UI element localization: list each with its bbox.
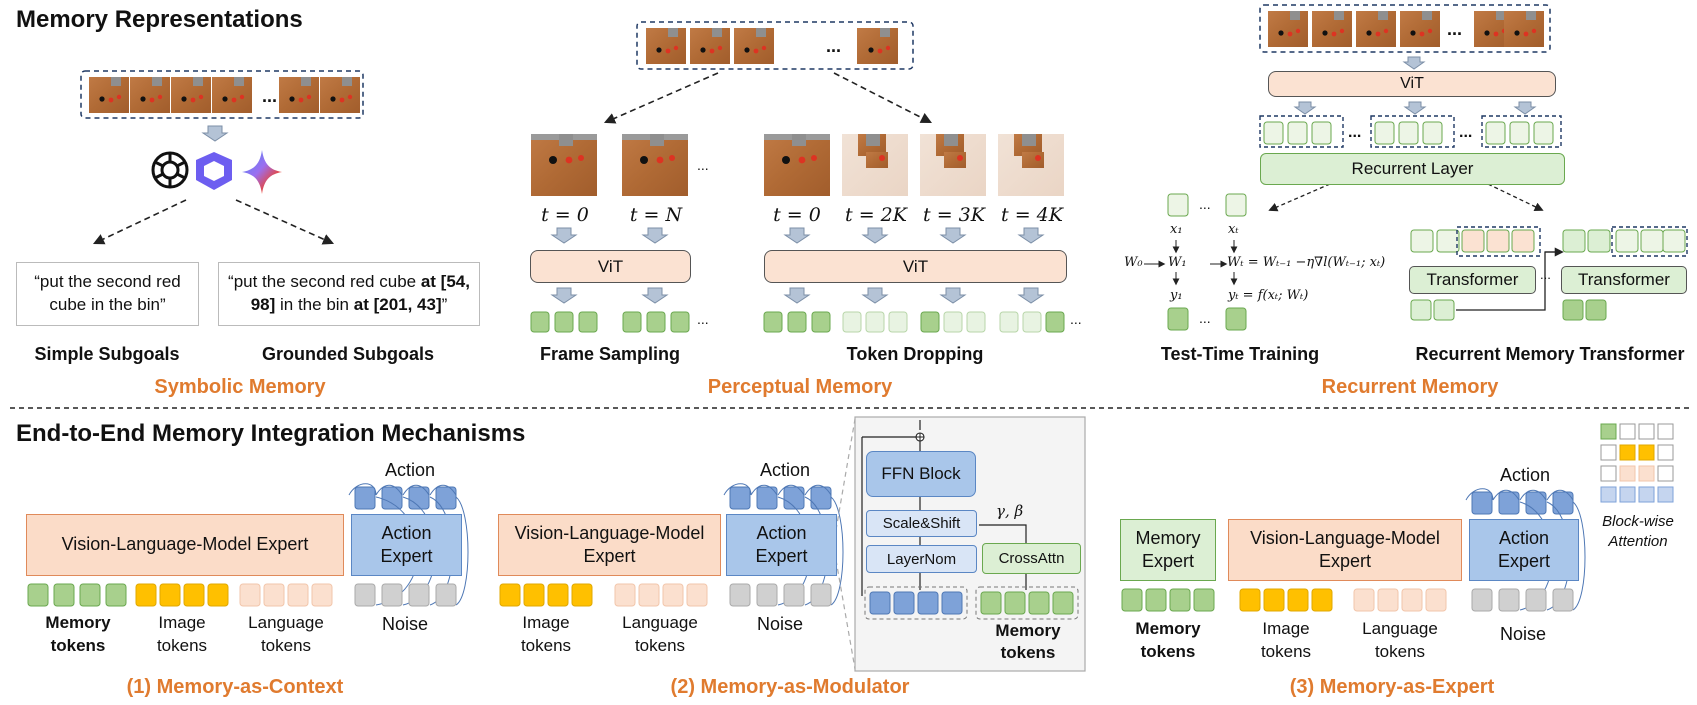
memory-as-context-category: (1) Memory-as-Context bbox=[126, 676, 344, 698]
modulator-noise-label: Noise bbox=[756, 614, 804, 634]
ttt-yt-output: yₜ = f(xₜ; Wₜ) bbox=[1228, 288, 1309, 303]
expert-noise-tokens bbox=[1471, 588, 1574, 612]
context-image-tokens-label: Image tokens bbox=[156, 613, 208, 655]
perceptual-memory-category: Perceptual Memory bbox=[707, 376, 893, 398]
expert-action-tokens bbox=[1465, 488, 1586, 611]
recurrent-group-ellipsis-1: ... bbox=[1348, 124, 1362, 141]
modulator-action-label: Action bbox=[759, 460, 811, 480]
td-time-label-3: t = 4K bbox=[1001, 204, 1063, 226]
gamma-beta-label: γ, β bbox=[996, 502, 1024, 520]
recurrent-layer-box: Recurrent Layer bbox=[1260, 153, 1565, 185]
symbolic-memory-category: Symbolic Memory bbox=[154, 376, 326, 398]
expert-image-tokens-label: Image tokens bbox=[1260, 619, 1312, 661]
recurrent-vit-box: ViT bbox=[1268, 71, 1556, 97]
section-title-memory-representations: Memory Representations bbox=[16, 6, 303, 33]
modulator-language-tokens-label: Language tokens bbox=[622, 613, 698, 655]
simple-subgoal-quote: “put the second red cube in the bin” bbox=[16, 262, 199, 326]
fs-time-label-0: t = 0 bbox=[541, 204, 589, 226]
frame-sampling-tokens bbox=[530, 311, 690, 333]
ttt-bottom-ellipsis: ... bbox=[1199, 310, 1211, 326]
grounded-subgoals-label: Grounded Subgoals bbox=[261, 344, 434, 364]
modulator-image-tokens bbox=[499, 583, 593, 607]
symbolic-strip-ellipsis: ... bbox=[262, 86, 278, 106]
ttt-x1: x₁ bbox=[1170, 222, 1183, 237]
openai-logo-icon bbox=[151, 151, 189, 189]
expert-action-expert-box: Action Expert bbox=[1469, 519, 1579, 581]
ttt-top-ellipsis: ... bbox=[1199, 196, 1211, 212]
frame-sampling-ellipsis: ... bbox=[697, 157, 709, 173]
td-time-label-2: t = 3K bbox=[923, 204, 985, 226]
qwen-logo-icon bbox=[196, 152, 232, 190]
crossattn-box: CrossAttn bbox=[982, 543, 1081, 574]
expert-image-tokens bbox=[1239, 588, 1333, 612]
ttt-xt: xₜ bbox=[1228, 222, 1239, 237]
context-language-tokens bbox=[239, 583, 333, 607]
expert-noise-label: Noise bbox=[1499, 624, 1547, 644]
memory-as-expert-category: (3) Memory-as-Expert bbox=[1289, 676, 1495, 698]
context-memory-tokens-label: Memory tokens bbox=[45, 613, 111, 655]
context-language-tokens-label: Language tokens bbox=[248, 613, 324, 655]
memory-as-modulator-category: (2) Memory-as-Modulator bbox=[670, 676, 910, 698]
context-action-expert-box: Action Expert bbox=[351, 514, 462, 576]
td-time-label-0: t = 0 bbox=[773, 204, 821, 226]
modulator-memory-tokens-label: Memory tokens bbox=[995, 621, 1061, 663]
td-time-label-1: t = 2K bbox=[845, 204, 907, 226]
modulator-noise-tokens bbox=[729, 583, 832, 607]
grounded-subgoal-quote: “put the second red cube at [54, 98] in … bbox=[218, 262, 480, 326]
expert-language-tokens bbox=[1353, 588, 1447, 612]
td-tokens-ellipsis: ... bbox=[1070, 311, 1082, 327]
frame-sampling-vit-box: ViT bbox=[530, 250, 691, 283]
token-dropping-tokens bbox=[763, 311, 1065, 333]
scale-shift-box: Scale&Shift bbox=[866, 510, 977, 537]
memory-expert-box: Memory Expert bbox=[1120, 519, 1216, 581]
layernorm-box: LayerNom bbox=[866, 545, 977, 573]
expert-memory-tokens bbox=[1121, 588, 1215, 612]
modulator-action-expert-box: Action Expert bbox=[726, 514, 837, 576]
rmt-transformer-box-2: Transformer bbox=[1561, 266, 1687, 294]
expert-memory-tokens-label: Memory tokens bbox=[1135, 619, 1201, 661]
recurrent-strip-ellipsis: ... bbox=[1447, 19, 1463, 39]
ttt-wt-update: Wₜ = Wₜ₋₁ −η∇l(Wₜ₋₁; xₜ) bbox=[1227, 255, 1386, 270]
modulator-language-tokens bbox=[614, 583, 708, 607]
section-title-integration-mechanisms: End-to-End Memory Integration Mechanisms bbox=[16, 420, 526, 447]
recurrent-group-ellipsis-2: ... bbox=[1459, 124, 1473, 141]
ttt-w1: W₁ bbox=[1168, 255, 1187, 270]
block-wise-attention-grid bbox=[1600, 423, 1674, 503]
expert-language-tokens-label: Language tokens bbox=[1362, 619, 1438, 661]
expert-vlm-expert-box: Vision-Language-Model Expert bbox=[1228, 519, 1462, 581]
ttt-w0: W₀ bbox=[1124, 255, 1143, 270]
context-action-label: Action bbox=[384, 460, 436, 480]
context-memory-tokens bbox=[27, 583, 127, 607]
recurrent-memory-category: Recurrent Memory bbox=[1321, 376, 1499, 398]
perceptual-strip-ellipsis: ... bbox=[826, 36, 842, 56]
simple-subgoals-label: Simple Subgoals bbox=[34, 344, 180, 364]
rmt-label: Recurrent Memory Transformer bbox=[1415, 344, 1685, 364]
modulator-vlm-expert-box: Vision-Language-Model Expert bbox=[498, 514, 721, 576]
context-vlm-expert-box: Vision-Language-Model Expert bbox=[26, 514, 344, 576]
context-noise-tokens bbox=[354, 583, 457, 607]
rmt-transformer-box-1: Transformer bbox=[1409, 266, 1536, 294]
context-image-tokens bbox=[135, 583, 229, 607]
frame-sampling-label: Frame Sampling bbox=[539, 344, 681, 364]
rmt-ellipsis: ... bbox=[1540, 267, 1551, 282]
gemini-logo-icon bbox=[242, 150, 282, 194]
test-time-training-label: Test-Time Training bbox=[1160, 344, 1320, 364]
token-dropping-vit-box: ViT bbox=[764, 250, 1067, 283]
token-dropping-label: Token Dropping bbox=[846, 344, 984, 364]
ffn-block-box: FFN Block bbox=[866, 451, 976, 497]
fs-tokens-ellipsis: ... bbox=[697, 311, 709, 327]
fs-time-label-1: t = N bbox=[629, 204, 683, 226]
block-wise-attention-label: Block-wise Attention bbox=[1602, 513, 1674, 550]
expert-action-label: Action bbox=[1499, 465, 1551, 485]
modulator-image-tokens-label: Image tokens bbox=[520, 613, 572, 655]
context-noise-label: Noise bbox=[381, 614, 429, 634]
ttt-y1: y₁ bbox=[1170, 288, 1183, 303]
